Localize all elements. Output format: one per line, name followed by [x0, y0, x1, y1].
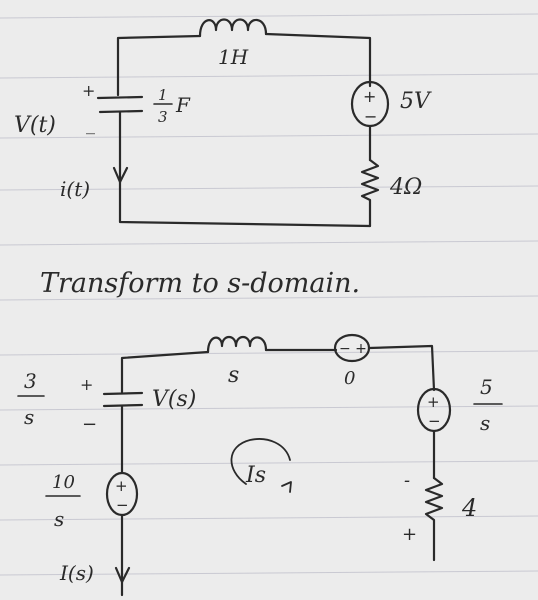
- top-wire-left: [116, 34, 202, 97]
- bottom-cap-bottom-plate: [102, 403, 144, 408]
- source-top-polarity: − +: [339, 341, 367, 357]
- loop-current-arc: [230, 438, 291, 485]
- bottom-cap-minus: −: [82, 414, 97, 435]
- inductor-1h: [198, 18, 268, 38]
- source-plus: +: [363, 87, 376, 106]
- branch-current-arrow: [114, 566, 131, 584]
- bottom-circuit: − + 0 s + − V(s) 3 s + − 10 s I(s) + − 5…: [17, 333, 503, 597]
- top-circuit: 1H + _ V(t) 1 3 F i(t) + − 5V 4Ω: [14, 18, 432, 228]
- cap-minus: _: [86, 114, 95, 135]
- source-label: 5V: [400, 89, 432, 114]
- loop-current-label: Is: [245, 463, 266, 488]
- resistor-4: [424, 476, 444, 562]
- capacitor-top-plate: [96, 95, 144, 100]
- right-source-numerator: 5: [480, 375, 493, 399]
- caption: Transform to s-domain.: [40, 268, 360, 299]
- bottom-cap-plus: +: [80, 375, 93, 394]
- cap-value-denominator: 3: [158, 108, 168, 126]
- bottom-cap-top-plate: [102, 391, 144, 396]
- source-top-label: 0: [344, 368, 355, 389]
- source-minus: −: [364, 107, 377, 126]
- right-source-plus: +: [427, 393, 440, 411]
- inductor-label: 1H: [218, 45, 249, 69]
- cap-value-unit: F: [175, 93, 191, 117]
- bottom-cap-denominator: s: [24, 405, 34, 429]
- branch-current-label: I(s): [59, 561, 94, 585]
- left-source-denominator: s: [54, 507, 64, 531]
- inductor-s-label: s: [228, 363, 239, 388]
- right-source-minus: −: [428, 412, 441, 430]
- loop-current-arrowhead: [281, 481, 292, 493]
- left-source-plus: +: [115, 477, 128, 495]
- top-wire-right: [264, 32, 372, 88]
- left-source-minus: −: [116, 496, 129, 514]
- resistor-4-label: 4: [461, 494, 477, 522]
- resistor-4-plus: +: [402, 524, 417, 545]
- bottom-cap-voltage-label: V(s): [152, 387, 196, 412]
- cap-plus: +: [82, 81, 95, 100]
- cap-value-numerator: 1: [158, 86, 168, 104]
- capacitor-bottom-plate: [98, 109, 144, 114]
- bottom-top-wire-left: [120, 350, 210, 394]
- right-source-denominator: s: [480, 411, 490, 435]
- current-arrow: [112, 166, 129, 184]
- capacitor-voltage-label: V(t): [14, 113, 56, 138]
- bottom-cap-numerator: 3: [24, 369, 37, 393]
- resistor-label: 4Ω: [389, 175, 422, 200]
- left-wire-lower: [118, 110, 372, 228]
- resistor-4-minus: -: [404, 470, 410, 491]
- resistor-4ohm: [360, 158, 380, 228]
- inductor-s: [206, 335, 268, 354]
- ruled-lines: [0, 13, 538, 576]
- bottom-top-wire-right: [367, 344, 436, 392]
- current-label: i(t): [60, 177, 90, 201]
- left-source-numerator: 10: [52, 472, 75, 493]
